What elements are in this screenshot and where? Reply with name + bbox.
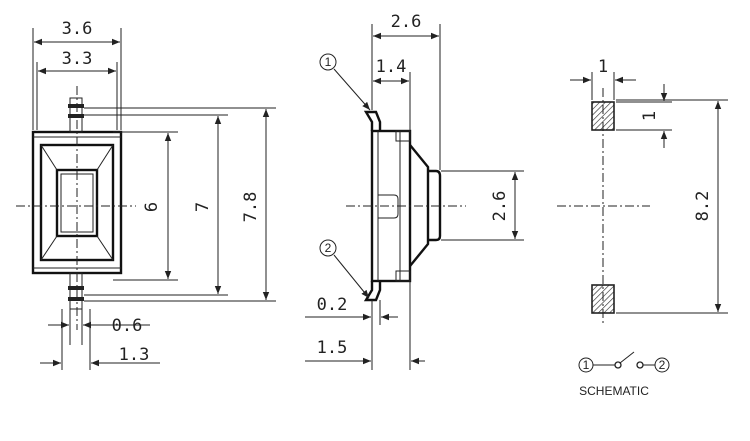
front-bottom-lead: [69, 272, 83, 310]
schematic-terminal-1: 1: [583, 358, 590, 372]
dim-lead-width: 0.6: [112, 316, 143, 336]
callout-1: 1: [325, 55, 332, 69]
callout-circle-2: [319, 239, 337, 257]
dim-actuator-height: 2.6: [490, 191, 510, 222]
dim-height-body: 6: [142, 202, 162, 212]
front-actuator: [55, 168, 99, 238]
callout-2: 2: [325, 241, 332, 255]
lead-band: [68, 286, 84, 290]
dim-lead-span: 1.3: [119, 345, 150, 365]
schematic-terminal-circle-2: [654, 357, 670, 373]
schematic-switch-arm: [619, 351, 635, 364]
lead-band: [68, 104, 84, 108]
dim-side-total-width: 2.6: [391, 12, 422, 32]
dim-width-outer: 3.6: [62, 19, 93, 39]
callout-leader-2: [333, 254, 370, 299]
side-tab-top: [395, 130, 411, 142]
schematic-label: SCHEMATIC: [579, 384, 649, 398]
front-view: 3.6 3.3 6 7 7.8 0.6 1.3: [16, 19, 276, 370]
schematic-terminal-2: 2: [659, 358, 666, 372]
dim-pad-height: 1: [640, 111, 660, 121]
dim-pad-spacing: 8.2: [693, 191, 713, 222]
schematic-contact: [636, 361, 644, 369]
dim-terminal-thickness: 0.2: [317, 295, 348, 315]
side-terminal-top: [363, 110, 382, 131]
bevel-line: [40, 235, 58, 261]
schematic-contact: [614, 361, 622, 369]
side-tab-bottom: [395, 270, 411, 282]
schematic: 1 2 SCHEMATIC: [578, 351, 670, 398]
dim-side-body-width: 1.4: [376, 57, 407, 77]
dim-width-inner: 3.3: [62, 49, 93, 69]
dim-height-total: 7.8: [241, 192, 261, 223]
callout-leader-1: [333, 68, 371, 111]
bevel-line: [96, 144, 114, 171]
dim-height-7: 7: [193, 202, 213, 212]
pad-layout: 1 1 8.2: [557, 57, 728, 325]
bevel-line: [40, 144, 58, 171]
side-view: 2.6 1.4 2.6 1 2 0.2 1.5: [305, 12, 524, 370]
lead-band: [68, 297, 84, 301]
bevel-line: [96, 235, 114, 261]
dim-pad-width: 1: [598, 57, 608, 77]
lead-band: [68, 114, 84, 118]
side-terminal-bottom: [363, 281, 382, 302]
dim-offset: 1.5: [317, 338, 348, 358]
callout-circle-1: [319, 53, 337, 71]
